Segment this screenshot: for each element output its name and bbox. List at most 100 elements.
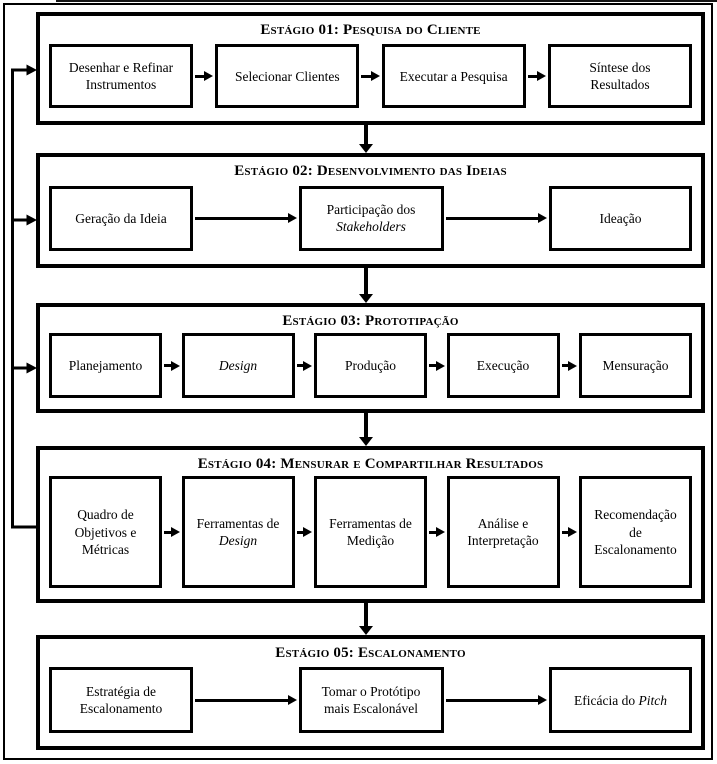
box-label-text: Estratégia de <box>85 684 157 700</box>
mensuracao-box: Mensuração <box>579 333 692 399</box>
box-label-line: Síntese dos <box>589 59 650 76</box>
box-label-text: Mensuração <box>602 358 669 374</box>
geracao-da-ideia-box: Geração da Ideia <box>49 185 193 251</box>
arrow-right-icon <box>429 360 445 371</box>
box-label-text: de <box>629 524 642 540</box>
box-label-line: Tomar o Protótipo <box>322 683 421 700</box>
box-label-line: Medição <box>347 532 394 549</box>
box-label-text: Métricas <box>81 542 130 557</box>
box-label-line: de <box>629 524 642 541</box>
stage-title-04: Estágio 04: Mensurar e Compartilhar Resu… <box>197 456 544 472</box>
box-label-text: Síntese dos <box>589 60 651 76</box>
box-label-line: Ideação <box>600 210 642 227</box>
executar-a-pesquisa-box: Executar a Pesquisa <box>381 44 526 109</box>
arrow-down-icon <box>358 603 373 635</box>
figure-border <box>3 3 713 760</box>
box-label-line: mais Escalonável <box>324 700 418 717</box>
box-label-line: Selecionar Clientes <box>235 68 340 85</box>
top-crop-line <box>56 0 717 2</box>
box-label-text: Execução <box>476 358 530 374</box>
box-label-line: Produção <box>345 357 396 374</box>
box-label-text: Recomendação <box>594 507 677 523</box>
box-label-text: Design <box>218 533 258 549</box>
arrow-right-icon <box>561 527 577 538</box>
box-label-line: Resultados <box>590 76 649 93</box>
box-label-text: Tomar o Protótipo <box>321 684 421 700</box>
box-label-line: Design <box>219 357 257 374</box>
box-label-line: Escalonamento <box>594 541 676 558</box>
box-label-text: Análise e <box>477 516 529 532</box>
box-label-line: Planejamento <box>69 357 142 374</box>
arrow-right-icon <box>164 527 180 538</box>
box-label-line: Executar a Pesquisa <box>400 68 508 85</box>
box-label-line: Mensuração <box>603 357 669 374</box>
box-label-line: Execução <box>477 357 529 374</box>
ideacao-box: Ideação <box>549 185 692 251</box>
box-label-text: Resultados <box>590 77 650 93</box>
box-label-text: Ideação <box>599 210 642 226</box>
producao-box: Produção <box>314 333 427 399</box>
selecionar-clientes-box: Selecionar Clientes <box>215 44 360 109</box>
box-label-line: Stakeholders <box>336 218 406 235</box>
box-label-text: Executar a Pesquisa <box>399 68 508 84</box>
box-label-line: Métricas <box>82 541 129 558</box>
box-label-line: Objetivos e <box>75 524 137 541</box>
stage-title-05: Estágio 05: Escalonamento <box>275 645 466 661</box>
box-label-text: Ferramentas de <box>329 516 412 532</box>
box-label-text: Instrumentos <box>85 77 157 93</box>
arrow-right-icon <box>164 360 180 371</box>
box-label-line: Ferramentas de <box>197 515 280 532</box>
box-label-line: Interpretação <box>467 532 538 549</box>
box-label-line: Ferramentas de <box>329 515 412 532</box>
arrow-down-icon <box>358 125 373 153</box>
box-label-line: Instrumentos <box>86 76 157 93</box>
design-box: Design <box>181 333 295 399</box>
arrow-right-icon <box>445 213 547 224</box>
box-label-text: Produção <box>345 358 396 374</box>
box-label-text: Escalonamento <box>79 701 163 717</box>
box-label-text: Medição <box>346 533 395 549</box>
stage-boxes-row: Planejamento Design Produção Execução Mensur… <box>40 331 701 409</box>
box-label-line: Desenhar e Refinar <box>69 59 173 76</box>
arrow-right-icon <box>195 695 297 706</box>
box-label-line: Geração da Ideia <box>75 210 166 227</box>
stage-panel-04: Estágio 04: Mensurar e Compartilhar Resu… <box>36 446 705 603</box>
planejamento-box: Planejamento <box>49 333 162 399</box>
arrow-right-icon <box>429 527 445 538</box>
arrow-right-icon <box>195 71 214 82</box>
box-label-line: Design <box>219 532 257 549</box>
box-label-line: Análise e <box>478 515 529 532</box>
arrow-right-icon <box>561 360 577 371</box>
box-label-line: Escalonamento <box>80 700 162 717</box>
box-label-text: Selecionar Clientes <box>235 68 340 84</box>
box-label-text: Objetivos e <box>74 524 137 540</box>
stage-title-02: Estágio 02: Desenvolvimento das Ideias <box>234 163 507 179</box>
arrow-right-icon <box>527 71 546 82</box>
box-label-text: Participação dos <box>326 202 416 218</box>
box-label-text: Ferramentas de <box>196 516 280 532</box>
box-label-text: Interpretação <box>467 533 539 549</box>
box-label-text: Desenhar e Refinar <box>68 60 174 76</box>
arrow-right-icon <box>195 213 297 224</box>
box-label-text: Eficácia do <box>574 692 639 708</box>
box-label-line: Participação dos <box>327 201 416 218</box>
box-label-line: Quadro de <box>77 506 134 523</box>
